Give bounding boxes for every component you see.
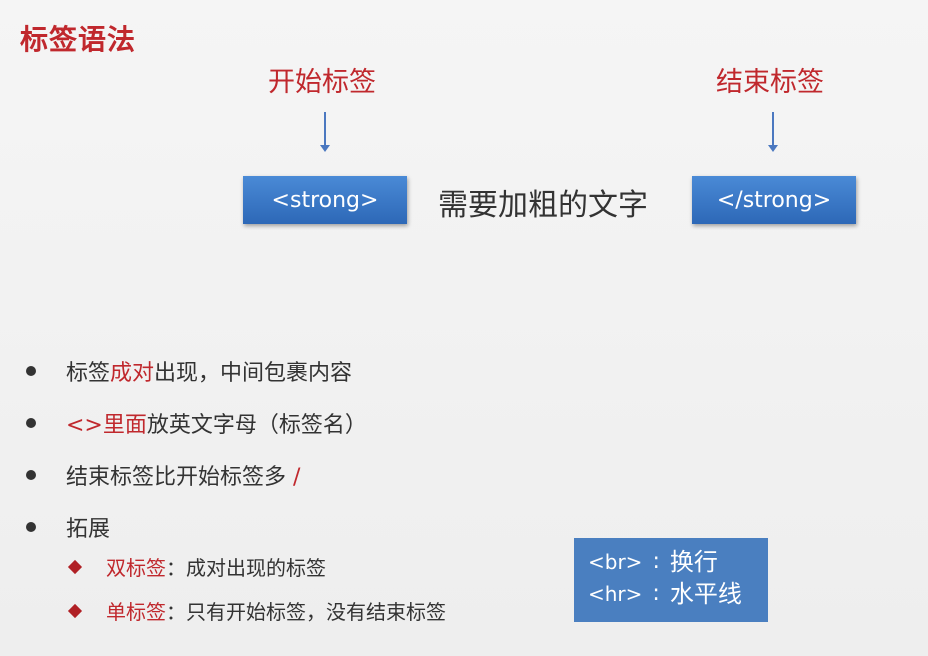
sub-item: 双标签：成对出现的标签: [67, 552, 326, 581]
open-arrow-icon: [320, 112, 330, 152]
info-sep: :: [652, 581, 660, 606]
info-key: <br>: [588, 550, 643, 574]
bullet-dot-icon: [26, 470, 36, 480]
bullet-text: 结束标签比开始标签多 /: [66, 459, 300, 491]
sub-term: 单标签: [106, 600, 166, 624]
close-arrow-icon: [768, 112, 778, 152]
sub-desc: ：成对出现的标签: [166, 556, 326, 580]
open-tag-box: <strong>: [243, 176, 407, 224]
bullet-highlight: 成对: [110, 361, 155, 386]
bullet-item: 拓展: [26, 501, 367, 553]
bullet-highlight: /: [293, 465, 301, 490]
bullet-part: 结束标签比开始标签多: [66, 465, 293, 490]
info-sep: :: [652, 549, 660, 574]
diamond-icon: [67, 603, 83, 618]
bullet-part: 放英文字母（标签名）: [146, 413, 367, 438]
sub-term: 双标签: [106, 556, 166, 580]
bullet-list: 标签成对出现，中间包裹内容 <>里面放英文字母（标签名） 结束标签比开始标签多 …: [26, 345, 367, 553]
open-tag-label: 开始标签: [268, 67, 376, 98]
bullet-text: <>里面放英文字母（标签名）: [66, 407, 367, 439]
content-text: 需要加粗的文字: [438, 188, 648, 223]
bullet-part: 标签: [66, 361, 111, 386]
info-line: <br> : 换行: [588, 546, 754, 578]
bullet-item: 结束标签比开始标签多 /: [26, 449, 367, 501]
info-line: <hr> : 水平线: [588, 578, 754, 610]
bullet-dot-icon: [26, 418, 36, 428]
bullet-item: 标签成对出现，中间包裹内容: [26, 345, 367, 397]
info-key: <hr>: [588, 582, 643, 606]
bullet-text: 标签成对出现，中间包裹内容: [66, 355, 352, 387]
bullet-part: 出现，中间包裹内容: [154, 361, 353, 386]
close-tag-label: 结束标签: [716, 67, 824, 98]
sub-item: 单标签：只有开始标签，没有结束标签: [67, 596, 446, 625]
bullet-dot-icon: [26, 522, 36, 532]
sub-desc: ：只有开始标签，没有结束标签: [166, 600, 446, 624]
info-box: <br> : 换行 <hr> : 水平线: [574, 538, 768, 622]
slide-title: 标签语法: [20, 23, 137, 56]
bullet-dot-icon: [26, 366, 36, 376]
bullet-highlight: 里面: [102, 413, 147, 438]
diamond-icon: [67, 559, 83, 574]
bullet-highlight: <>: [66, 413, 103, 438]
bullet-text: 拓展: [66, 517, 111, 542]
bullet-item: <>里面放英文字母（标签名）: [26, 397, 367, 449]
info-value: 换行: [669, 548, 718, 576]
close-tag-box: </strong>: [692, 176, 856, 224]
info-value: 水平线: [669, 580, 742, 608]
